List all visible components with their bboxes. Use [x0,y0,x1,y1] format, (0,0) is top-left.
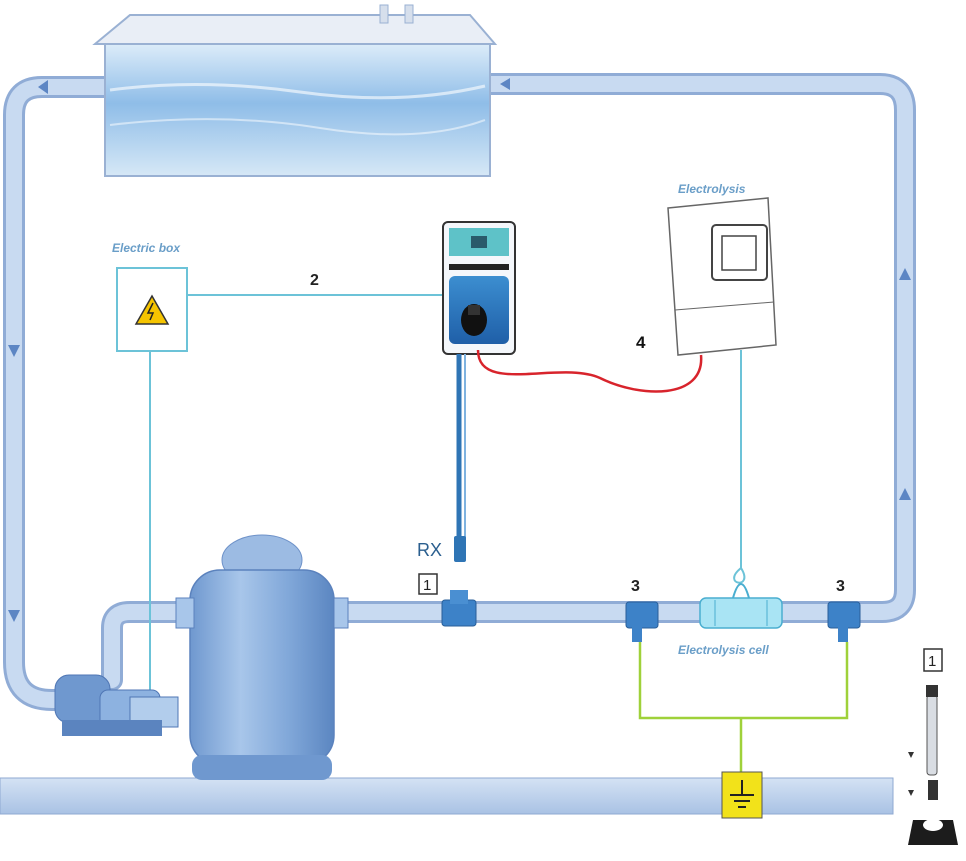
marker-box [418,573,438,595]
marker-1-probe-label: 1 [423,577,431,594]
pump [54,674,179,736]
electric-box-label: Electric box [112,241,181,255]
connection-4-label: 4 [636,333,646,352]
ground-wire [638,642,849,772]
marker-3-left-label: 3 [631,578,640,595]
ground-symbol-icon [721,771,763,819]
ground-clamp-right [827,601,861,642]
warning-triangle-icon [134,294,170,325]
electrolysis-cell [699,583,783,629]
controller-device [442,221,516,355]
pipe-loop [3,73,916,711]
marker-3-right-label: 3 [836,578,845,595]
electrolysis-label: Electrolysis [678,182,746,196]
electrolysis-cell-label: Electrolysis cell [678,643,769,657]
ground-clamp-left [625,601,659,642]
connection-2-label: 2 [310,272,319,289]
legend-marker-box [923,648,943,672]
pool [92,4,498,177]
power-cable [476,349,703,393]
filter-tank [175,534,349,780]
marker-1-legend-label: 1 [928,653,936,670]
electric-box [116,267,188,352]
signal-lines [149,294,746,705]
rx-label: RX [417,540,442,560]
rx-probe [441,536,477,627]
probe-assembly [908,685,958,845]
flow-arrow-icon [8,78,911,622]
electrolysis-unit [667,197,777,356]
